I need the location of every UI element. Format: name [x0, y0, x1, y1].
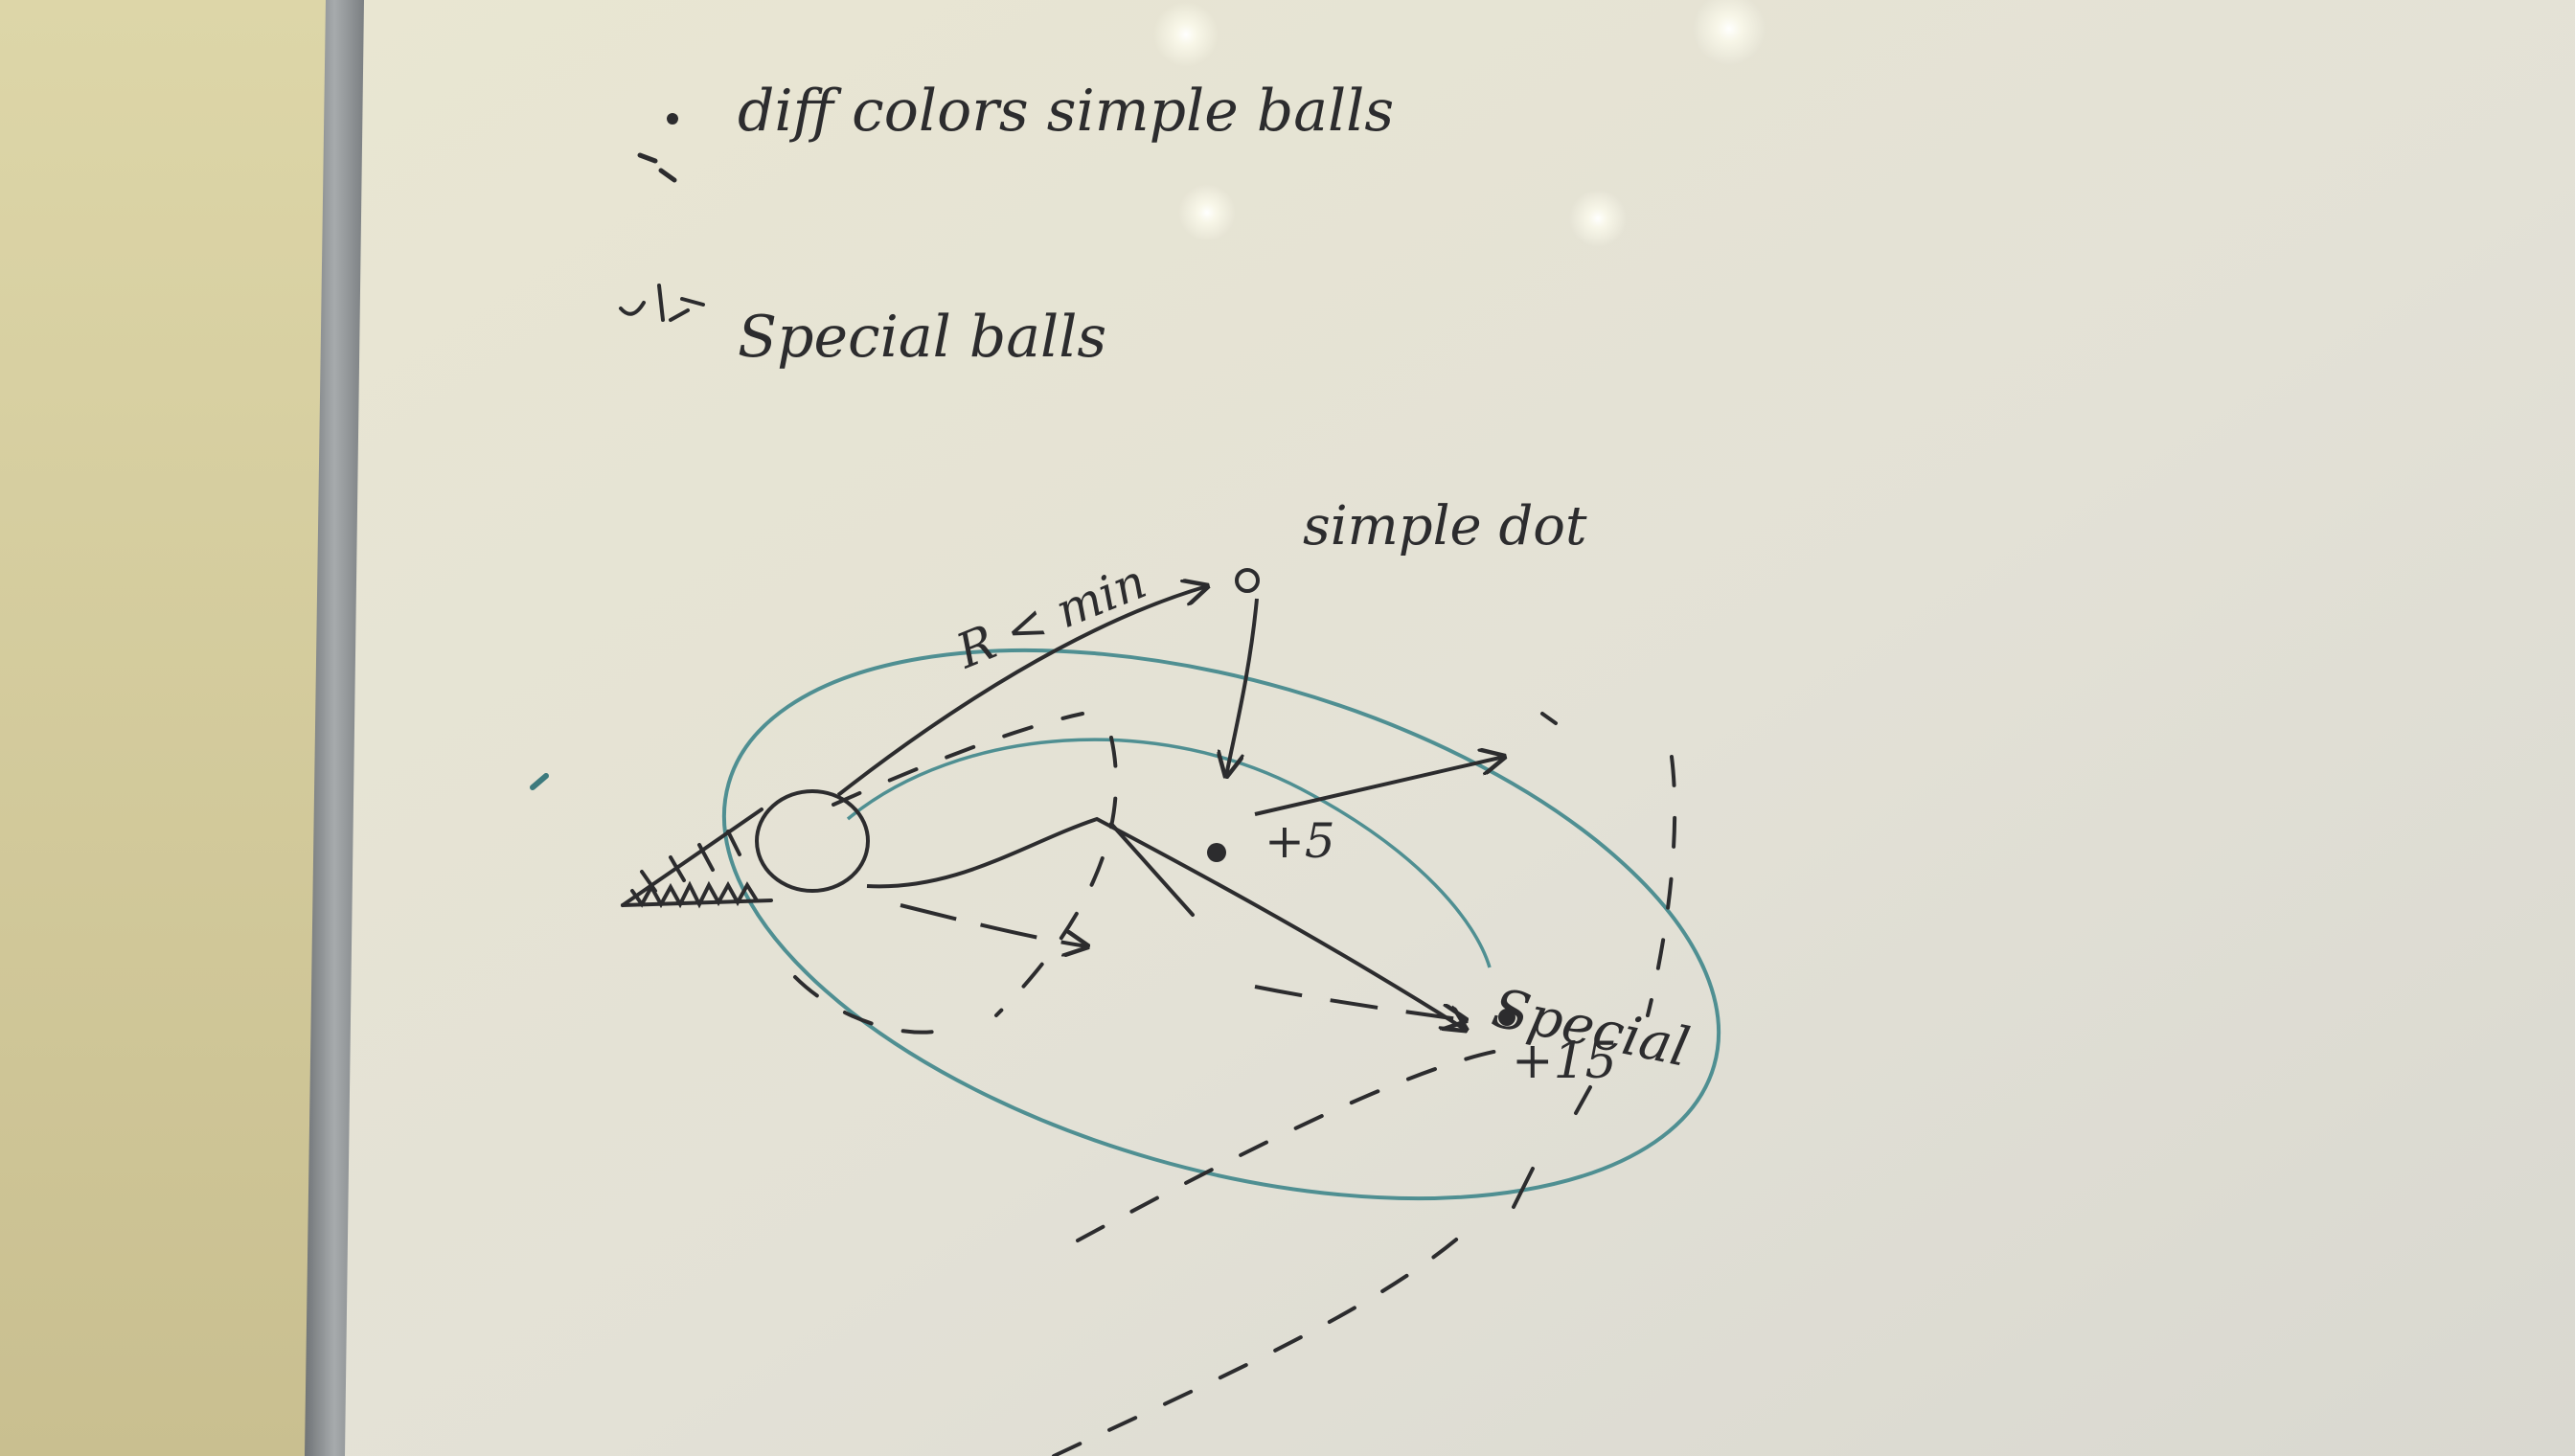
simple-points-label: +5	[1265, 813, 1335, 869]
game-area-ellipse	[721, 648, 1721, 1201]
dashed-guides	[793, 712, 1677, 1456]
whiteboard-frame	[305, 0, 364, 1456]
whiteboard-surface	[335, 0, 2575, 1456]
player-cone	[621, 808, 773, 909]
note-special-balls: Special balls	[738, 304, 1106, 371]
inner-teal-arc	[846, 738, 1492, 968]
ground-arrow-2	[1254, 985, 1466, 1020]
simple-ball-dot	[1207, 843, 1226, 862]
marker-speck	[530, 773, 549, 790]
simple-dot-marker	[1235, 568, 1260, 593]
simple-dot-drop-arrow	[1226, 598, 1259, 776]
range-line	[836, 586, 1207, 797]
special-pointer-dashes	[1512, 1085, 1592, 1209]
ground-arrow-1	[900, 903, 1087, 946]
special-points-label: +15	[1512, 1033, 1617, 1090]
bullet-marks	[619, 113, 705, 322]
simple-dot-label: simple dot	[1303, 495, 1587, 557]
light-reflections	[1153, 0, 1766, 247]
player-ball-icon	[755, 789, 870, 893]
special-ball-dot	[1498, 1009, 1515, 1026]
shot-path-tick	[1109, 822, 1195, 917]
deflect-line	[1254, 757, 1504, 816]
note-simple-balls: diff colors simple balls	[738, 78, 1394, 145]
